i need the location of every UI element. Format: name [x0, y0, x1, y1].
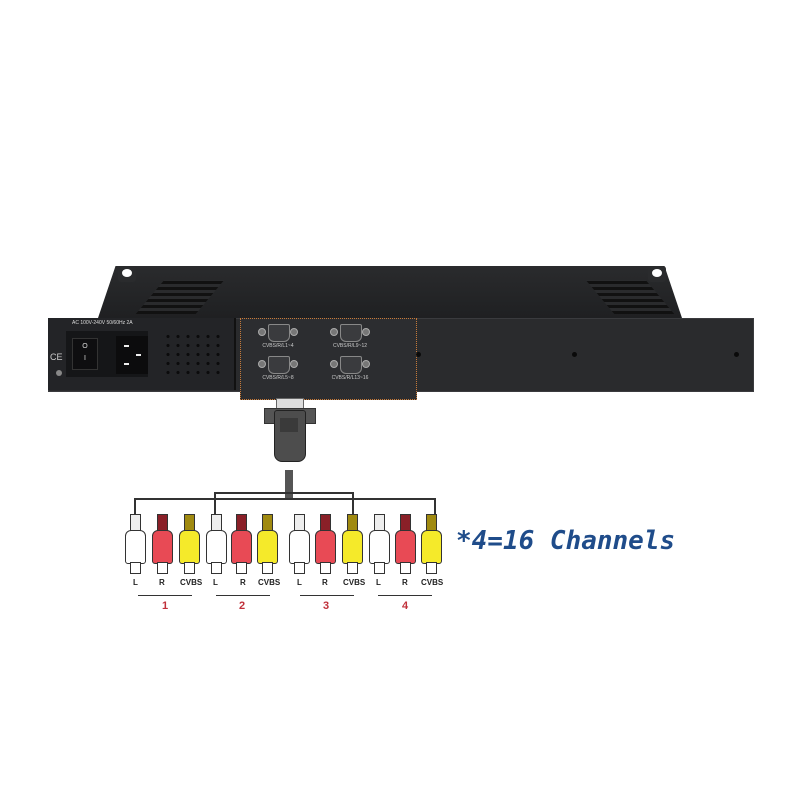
rca-plug-R	[151, 514, 173, 574]
rca-plug-CVBS	[341, 514, 363, 574]
plug-label: R	[240, 578, 246, 587]
group-number: 4	[402, 600, 409, 612]
group-number: 3	[323, 600, 330, 612]
plug-label: CVBS	[421, 578, 444, 587]
plug-label: CVBS	[180, 578, 203, 587]
harness-branch	[434, 498, 436, 514]
rca-plug-R	[230, 514, 252, 574]
plug-label: L	[133, 578, 138, 587]
screw-icon	[290, 328, 298, 336]
power-rating-label: AC 100V-240V 50/60Hz 2A	[72, 320, 133, 326]
screw-icon	[362, 328, 370, 336]
harness-branch	[214, 492, 216, 514]
rca-plug-CVBS	[178, 514, 200, 574]
group-divider	[300, 595, 354, 596]
rca-plug-L	[124, 514, 146, 574]
port-label: CVBS/R/L1~4	[262, 343, 294, 349]
db-port-2[interactable]	[330, 322, 370, 344]
inlet-pin	[124, 345, 129, 347]
bolt-icon	[572, 352, 577, 357]
inlet-pin	[136, 354, 141, 356]
plug-label: CVBS	[258, 578, 281, 587]
harness-branch	[352, 492, 354, 514]
rca-plug-CVBS	[256, 514, 278, 574]
switch-on-mark: I	[84, 355, 86, 362]
rca-plug-R	[394, 514, 416, 574]
fan-grille	[163, 332, 221, 380]
rca-plug-L	[205, 514, 227, 574]
ground-screw-icon	[56, 370, 62, 376]
plug-label: CVBS	[343, 578, 366, 587]
db-port-3[interactable]	[258, 354, 298, 376]
plug-label: R	[159, 578, 165, 587]
rack-ear-left	[118, 266, 136, 282]
screw-icon	[330, 360, 338, 368]
group-divider	[378, 595, 432, 596]
plug-label: L	[213, 578, 218, 587]
port-label: CVBS/R/L13~16	[331, 375, 369, 381]
harness-trunk	[134, 498, 436, 500]
screw-icon	[290, 360, 298, 368]
switch-off-mark: O	[82, 343, 88, 350]
rca-plug-CVBS	[420, 514, 442, 574]
power-switch[interactable]: O I	[72, 338, 98, 370]
rca-plug-L	[288, 514, 310, 574]
group-number: 1	[162, 600, 169, 612]
plug-label: L	[297, 578, 302, 587]
port-label: CVBS/R/L5~8	[262, 375, 294, 381]
bolt-icon	[416, 352, 421, 357]
channels-caption: *4=16 Channels	[456, 526, 676, 556]
screw-icon	[258, 328, 266, 336]
port-label: CVBS/R/L9~12	[332, 343, 368, 349]
db-port-4[interactable]	[330, 354, 370, 376]
group-divider	[216, 595, 270, 596]
group-divider	[138, 595, 192, 596]
screw-icon	[362, 360, 370, 368]
plug-label: L	[376, 578, 381, 587]
harness-trunk	[214, 492, 354, 494]
rca-plug-L	[368, 514, 390, 574]
group-number: 2	[239, 600, 246, 612]
db-cable-plug[interactable]	[264, 398, 316, 472]
db-port-1[interactable]	[258, 322, 298, 344]
screw-icon	[258, 360, 266, 368]
plug-label: R	[322, 578, 328, 587]
screw-icon	[330, 328, 338, 336]
rack-ear-right	[648, 266, 666, 282]
plug-label: R	[402, 578, 408, 587]
inlet-pin	[124, 363, 129, 365]
harness-branch	[134, 498, 136, 514]
ce-mark: CE	[50, 352, 63, 362]
rca-plug-R	[314, 514, 336, 574]
bolt-icon	[734, 352, 739, 357]
breakout-cable	[285, 470, 293, 498]
iec-power-inlet[interactable]	[116, 336, 148, 374]
